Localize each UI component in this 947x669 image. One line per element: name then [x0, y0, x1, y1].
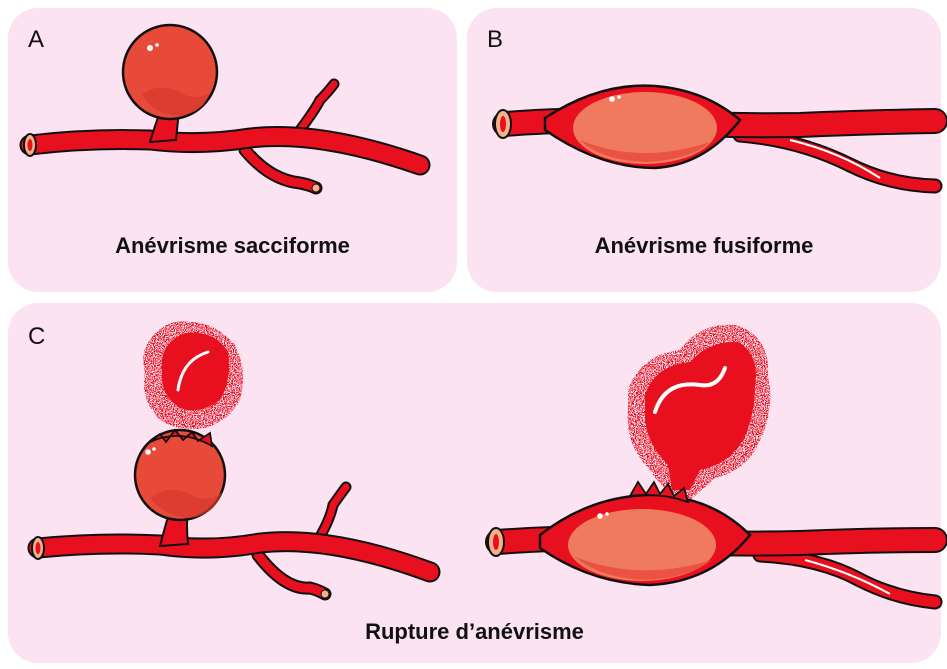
ruptured-saccular-vessel — [32, 321, 430, 598]
ruptured-fusiform-vessel — [488, 325, 935, 602]
saccular-vessel — [24, 25, 420, 192]
fusiform-vessel — [495, 86, 935, 186]
